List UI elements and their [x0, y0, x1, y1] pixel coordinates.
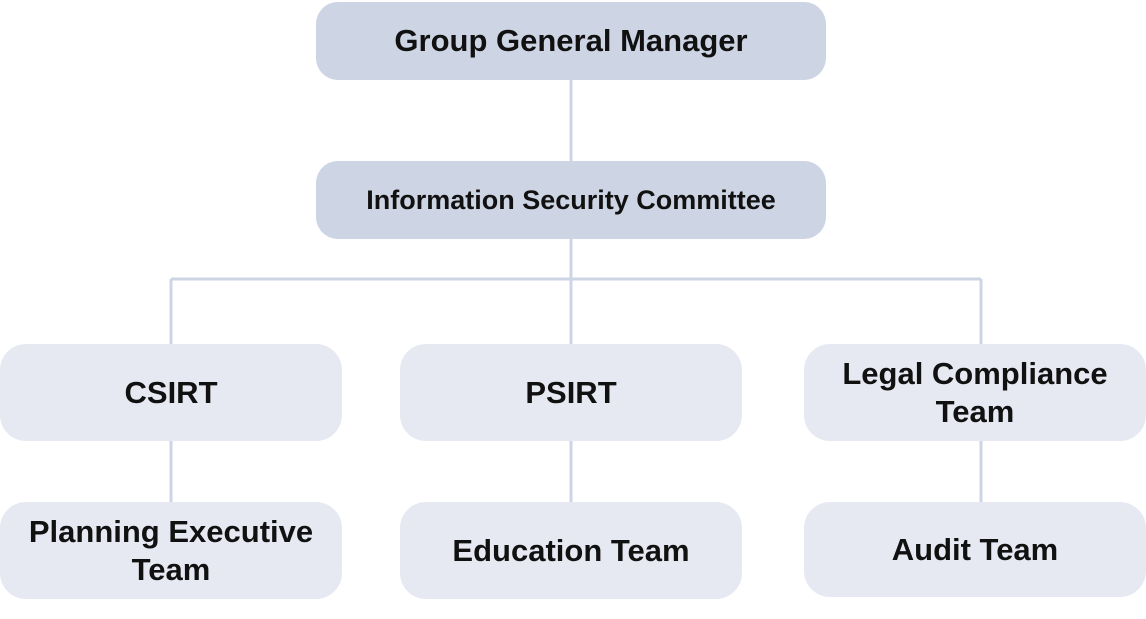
node-label: Information Security Committee	[366, 184, 776, 215]
node-label: Education Team	[452, 532, 690, 568]
node-psirt: PSIRT	[400, 344, 742, 441]
node-csirt: CSIRT	[0, 344, 342, 441]
node-label: Audit Team	[891, 531, 1059, 567]
node-label: Legal Compliance Team	[842, 356, 1108, 429]
node-label: Planning Executive Team	[28, 514, 314, 587]
node-label: Group General Manager	[394, 23, 748, 59]
node-legal-compliance-team: Legal Compliance Team	[804, 344, 1146, 441]
node-audit-team: Audit Team	[804, 502, 1146, 597]
node-group-general-manager: Group General Manager	[316, 2, 826, 80]
node-label: CSIRT	[124, 374, 218, 410]
node-planning-executive-team: Planning Executive Team	[0, 502, 342, 599]
node-information-security-committee: Information Security Committee	[316, 161, 826, 239]
node-label: PSIRT	[525, 374, 617, 410]
node-education-team: Education Team	[400, 502, 742, 599]
